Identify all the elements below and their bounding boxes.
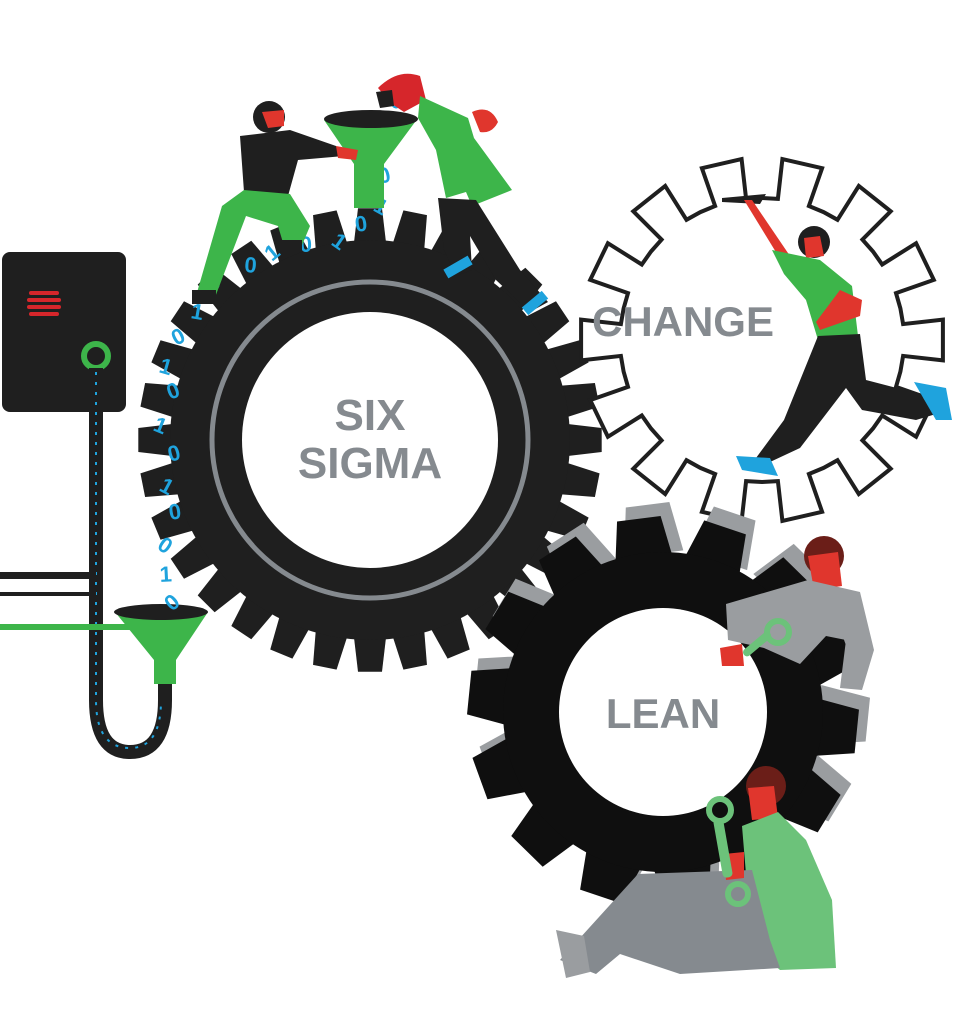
change-label: CHANGE	[592, 298, 774, 345]
gear-tooth	[485, 591, 554, 661]
binary-digit-icon: 1	[159, 561, 173, 587]
binary-digit-icon: 0	[353, 210, 369, 236]
gear-tooth	[772, 763, 841, 833]
six-sigma-label-line1: SIX	[335, 391, 406, 440]
climber-black-shirt	[192, 101, 358, 304]
gear-tooth	[138, 423, 181, 457]
gear-tooth	[353, 208, 387, 251]
gear-tooth	[353, 629, 387, 672]
gear-tooth	[559, 423, 602, 457]
binary-digit-icon: 0	[244, 252, 258, 278]
lean-label: LEAN	[606, 690, 720, 737]
top-funnel-icon	[324, 110, 418, 208]
pourer-red-cap	[376, 73, 426, 112]
data-cable	[0, 368, 172, 760]
six-sigma-gear: SIX SIGMA	[138, 208, 602, 672]
runner-drawing-gear	[722, 194, 952, 476]
binary-digit-icon: 0	[153, 531, 177, 559]
engineer-sitting	[556, 766, 836, 978]
wrench-icon	[706, 796, 751, 907]
engineer-gray-suit	[720, 536, 874, 690]
binary-digit-icon: 1	[189, 298, 205, 325]
funnel-icon	[114, 604, 208, 684]
speaker-grille-icon	[27, 291, 61, 316]
six-sigma-label-line2: SIGMA	[298, 439, 442, 488]
gear-tooth	[538, 536, 609, 605]
climber-green-shirt	[418, 96, 549, 316]
gear-tooth	[511, 796, 582, 867]
binary-digit-icon: 0	[167, 498, 183, 525]
wrench-icon	[743, 618, 792, 657]
change-gear: CHANGE	[579, 156, 945, 524]
data-device	[2, 252, 126, 412]
